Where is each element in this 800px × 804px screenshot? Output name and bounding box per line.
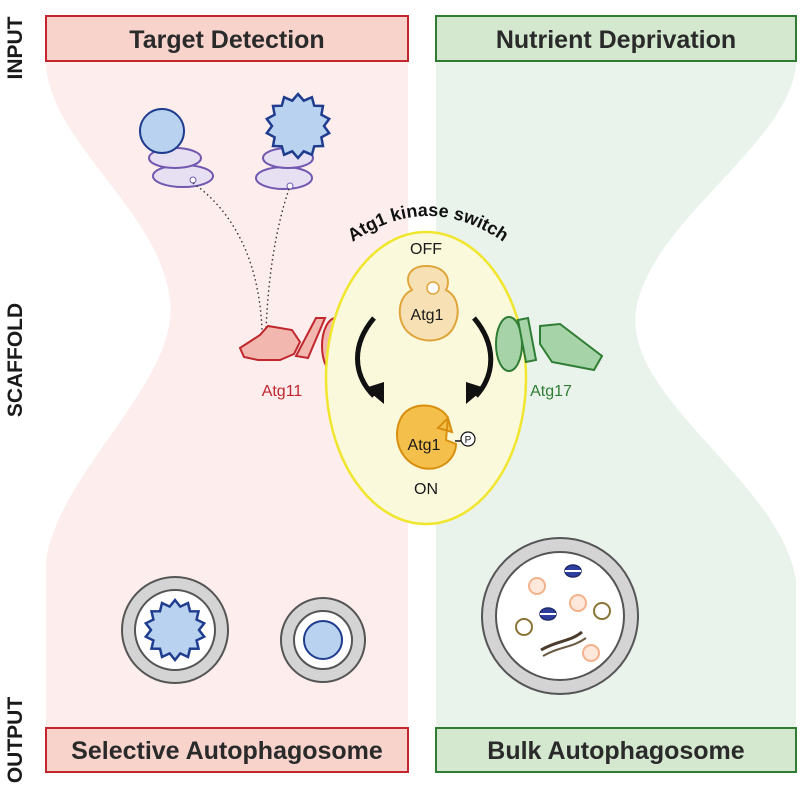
output-label: OUTPUT [4, 697, 27, 784]
left-arrow-head [365, 382, 384, 404]
bulk-cargo-vesicle [515, 618, 533, 636]
input-label: INPUT [4, 16, 27, 79]
bulk-cargo-filament [542, 637, 587, 657]
bulk-cargo-vesicle [593, 602, 611, 620]
selective-pathway-background [46, 60, 408, 730]
atg1-inactive-shape [398, 264, 459, 342]
atg11-label: Atg11 [262, 383, 303, 400]
selective-autophagosome-title: Selective Autophagosome [71, 737, 383, 765]
nutrient-deprivation-title: Nutrient Deprivation [496, 26, 736, 54]
right-arrow-head [466, 382, 485, 404]
bulk-cargo-protein [539, 607, 557, 621]
bulk-autophagosome-box [435, 727, 797, 773]
spiky-cargo-icon [143, 598, 207, 662]
selective-autophagosome-box [45, 727, 409, 773]
receptor-binding-site [189, 176, 197, 184]
phosphate-icon [460, 431, 476, 447]
atg1-active [396, 404, 458, 470]
bulk-cargo-protein [564, 564, 582, 578]
target-detection-title: Target Detection [129, 26, 324, 54]
bulk-autophagosome-title: Bulk Autophagosome [487, 737, 745, 765]
kinase-switch-oval [324, 230, 528, 526]
atg17-body [539, 322, 604, 372]
phosphate-label: P [465, 435, 472, 446]
atg1-off-label: Atg1 [411, 307, 444, 324]
nutrient-deprivation-box [435, 15, 797, 62]
atg17-scaffold [495, 316, 604, 372]
round-cargo-icon [139, 108, 185, 154]
bulk-cargo-filament [540, 630, 583, 652]
bulk-cargo-vesicle [582, 644, 600, 662]
atg11-arm [294, 317, 327, 360]
bulk-cargo-vesicle [569, 594, 587, 612]
atg17-arm [516, 316, 538, 364]
atg11-body [238, 324, 302, 361]
bulk-cargo-vesicle [528, 577, 546, 595]
off-label: OFF [410, 241, 442, 258]
receptor-binding-site [286, 182, 294, 190]
atg1-on-label: Atg1 [408, 437, 441, 454]
selective-autophagosome-spiky [121, 576, 229, 684]
atg1-inactive [398, 264, 459, 342]
atg1-inactive-pocket [426, 281, 440, 295]
target-detection-box [45, 15, 409, 62]
selective-autophagosome-round [280, 597, 366, 683]
atg17-label: Atg17 [530, 383, 572, 400]
receptor-spiky-cargo [255, 92, 332, 190]
scaffold-label: SCAFFOLD [4, 303, 27, 417]
round-cargo-icon [303, 620, 343, 660]
tether-line [265, 188, 290, 331]
atg1-active-shape [396, 404, 458, 470]
selective-pathway-background-lower [46, 560, 190, 730]
spiky-cargo-icon [264, 92, 332, 160]
bulk-autophagosome [481, 537, 639, 695]
on-label: ON [414, 481, 438, 498]
receptor-round-cargo [139, 108, 214, 188]
receptor-lower-subunit [255, 166, 313, 190]
